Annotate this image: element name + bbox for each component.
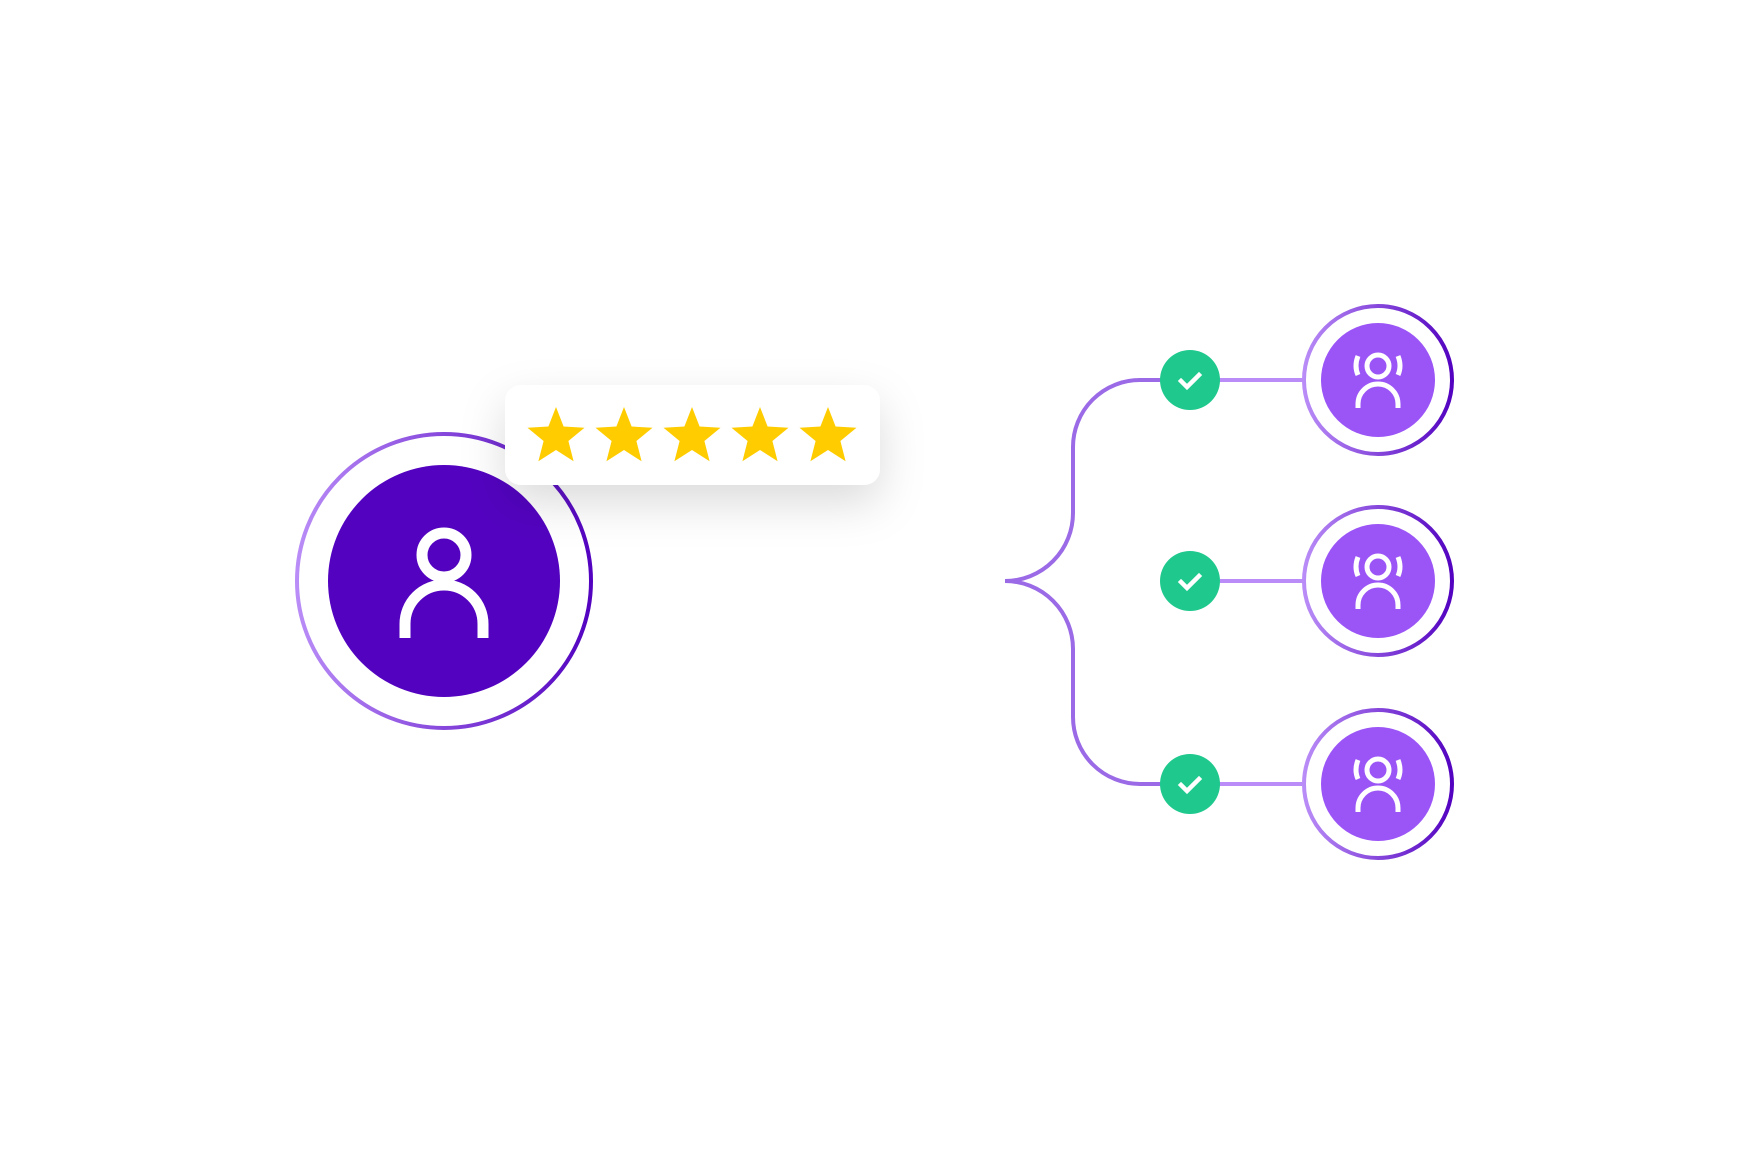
star-icon <box>527 407 585 462</box>
star-icon <box>663 407 721 462</box>
referred-user-node <box>1302 304 1454 456</box>
check-icon <box>1160 350 1220 410</box>
star-icon <box>595 407 653 462</box>
branches <box>1160 304 1454 860</box>
star-icon <box>799 407 857 462</box>
branch-1 <box>1160 304 1454 456</box>
branch-3 <box>1160 708 1454 860</box>
branch-2 <box>1160 505 1454 657</box>
connector-bottom <box>1004 579 1304 786</box>
user-broadcast-icon <box>1353 553 1403 609</box>
rating-card <box>505 385 880 485</box>
referred-user-node <box>1302 708 1454 860</box>
check-icon <box>1160 551 1220 611</box>
source-node <box>295 432 593 730</box>
star-rating <box>527 407 857 462</box>
user-broadcast-icon <box>1353 756 1403 812</box>
check-icon <box>1160 754 1220 814</box>
star-icon <box>731 407 789 462</box>
referred-user-node <box>1302 505 1454 657</box>
user-icon <box>399 527 489 638</box>
connector-top <box>1004 378 1304 583</box>
user-broadcast-icon <box>1353 352 1403 408</box>
